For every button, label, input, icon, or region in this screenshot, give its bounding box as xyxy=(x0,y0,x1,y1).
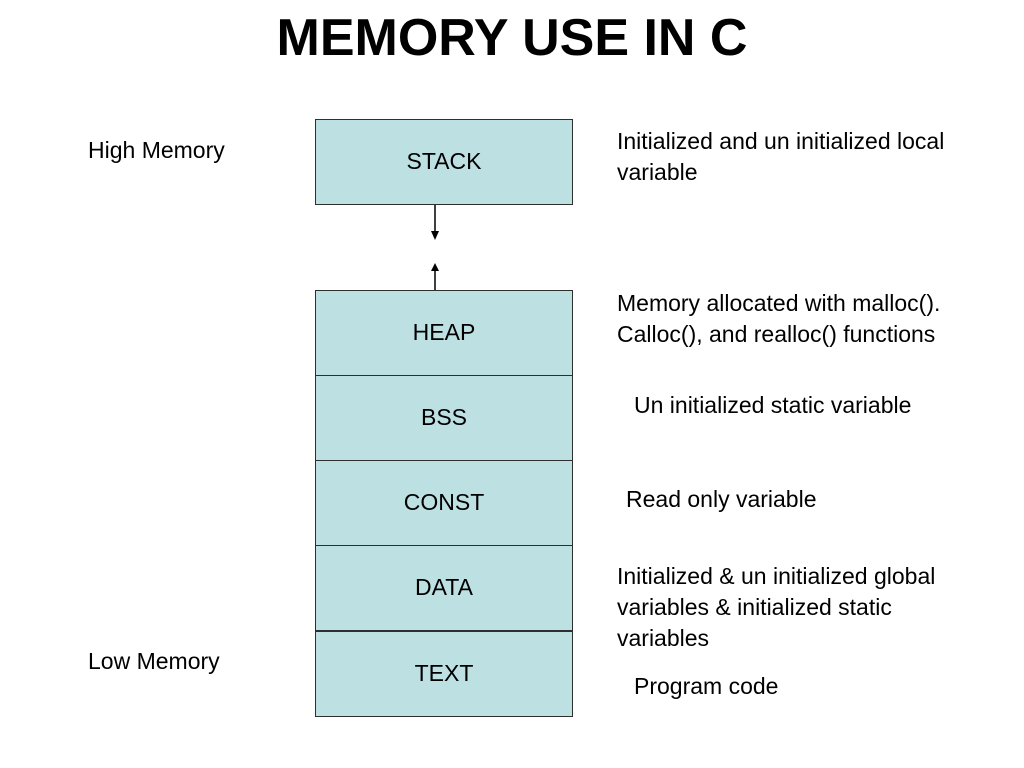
segment-bss-label: BSS xyxy=(420,403,468,430)
bss-description: Un initialized static variable xyxy=(634,392,912,418)
stack-description: Initialized and un initialized local var… xyxy=(617,128,945,185)
segment-const-label: CONST xyxy=(403,488,485,515)
heap-up-arrowhead xyxy=(431,263,439,271)
text-description: Program code xyxy=(634,673,779,699)
segment-stack: STACK xyxy=(315,119,573,205)
segment-data: DATA xyxy=(315,545,573,631)
low-memory-label: Low Memory xyxy=(88,648,220,674)
data-description: Initialized & un initialized global vari… xyxy=(617,563,936,651)
segment-bss: BSS xyxy=(315,375,573,461)
segment-heap-label: HEAP xyxy=(412,318,476,345)
segment-heap: HEAP xyxy=(315,290,573,376)
segment-stack-label: STACK xyxy=(406,147,482,174)
high-memory-label: High Memory xyxy=(88,137,225,163)
const-description: Read only variable xyxy=(626,486,817,512)
heap-description: Memory allocated with malloc(). Calloc()… xyxy=(617,290,941,347)
segment-text: TEXT xyxy=(315,631,573,717)
segment-text-label: TEXT xyxy=(414,659,474,686)
segment-data-label: DATA xyxy=(415,573,473,600)
page-title: MEMORY USE IN C xyxy=(276,9,748,67)
segment-const: CONST xyxy=(315,460,573,546)
stack-down-arrowhead xyxy=(431,231,439,240)
